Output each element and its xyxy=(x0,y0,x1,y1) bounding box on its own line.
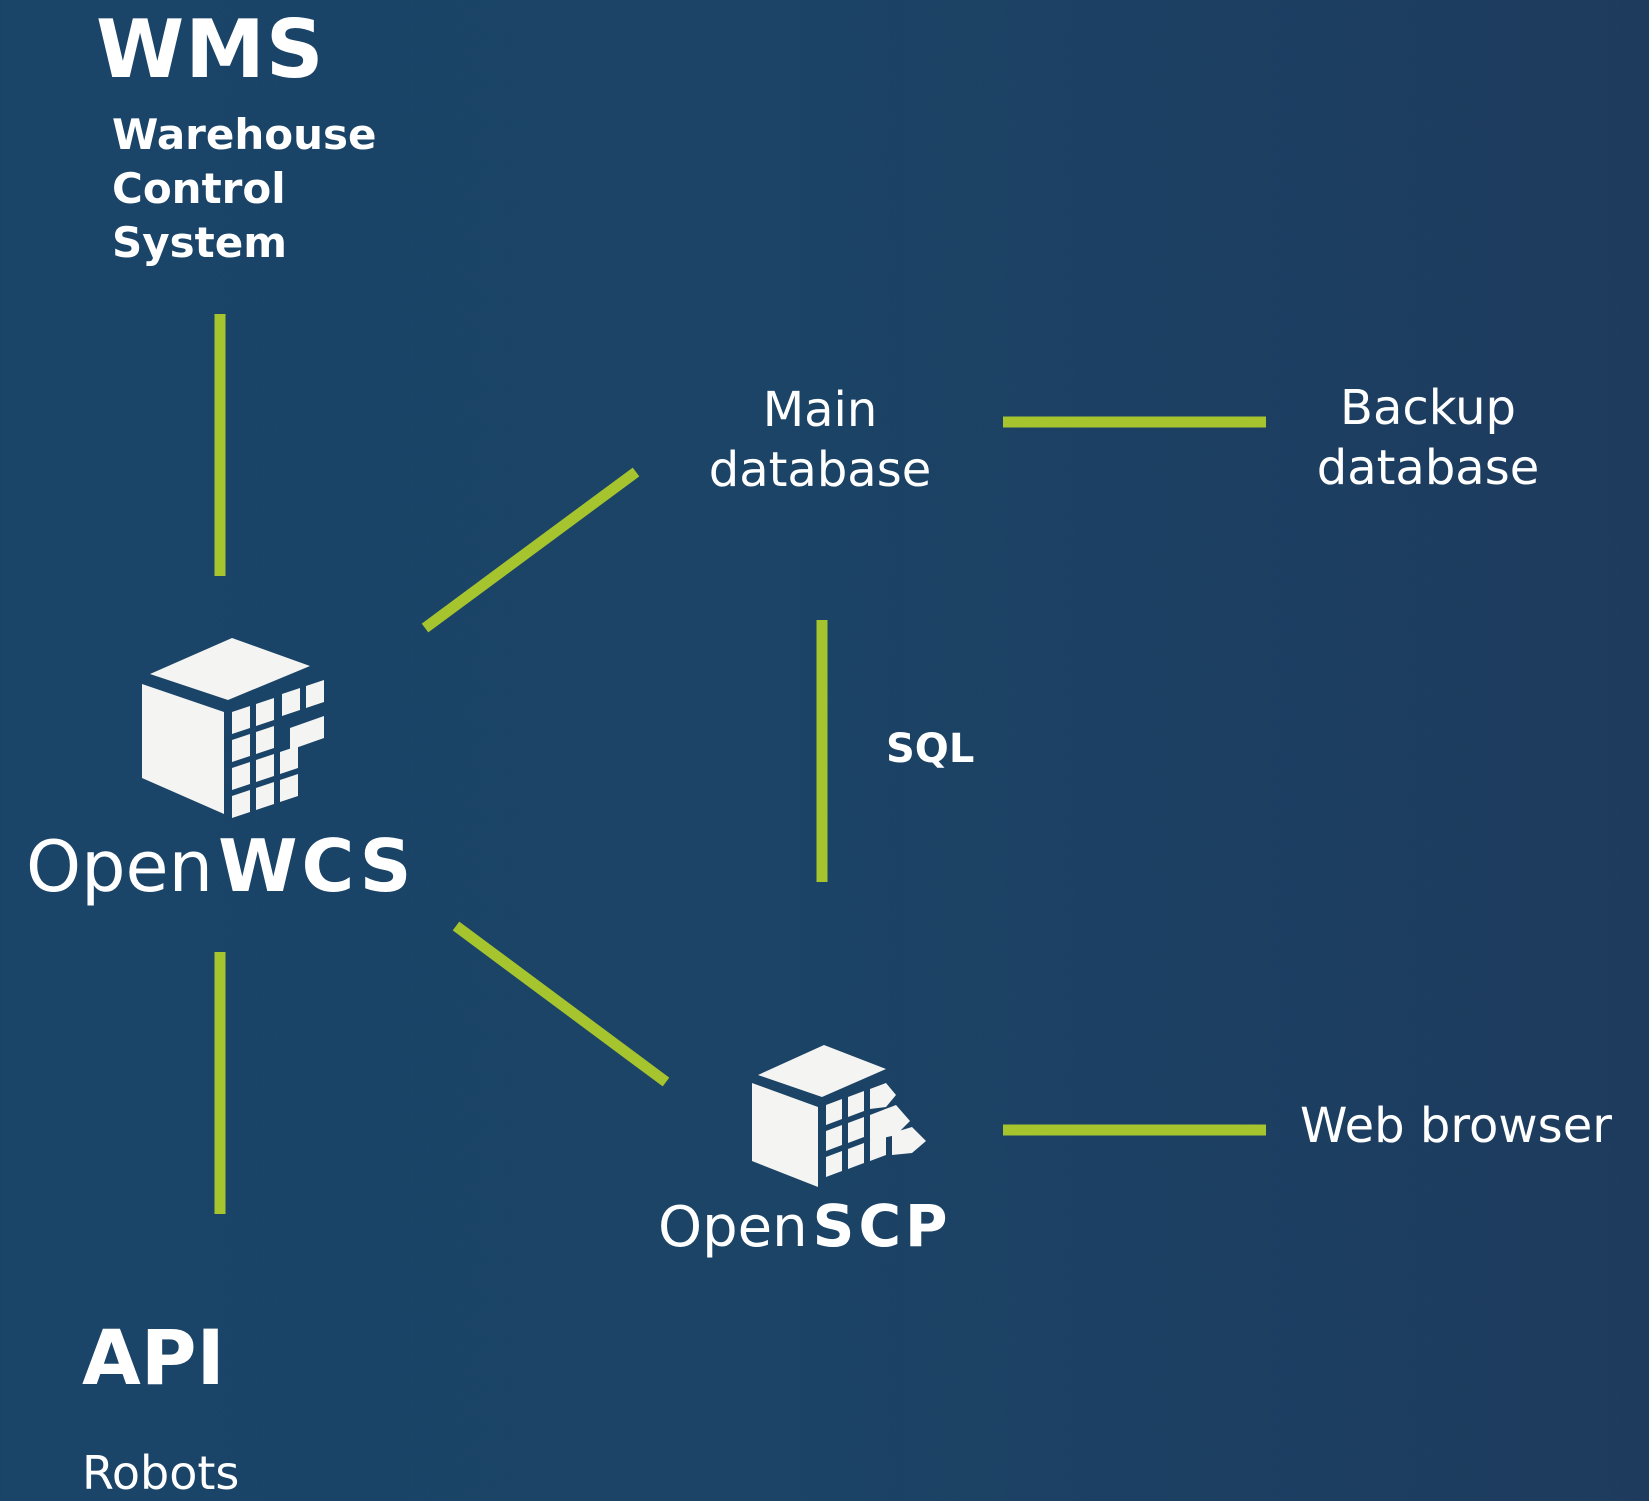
backup-database-line: database xyxy=(1316,440,1540,496)
api-subtitle: Robots xyxy=(82,1446,240,1500)
sql-label: SQL xyxy=(886,726,975,772)
wms-title: WMS xyxy=(96,3,325,96)
main-database-line: Main xyxy=(762,382,878,438)
scp-logo-brand: SCP xyxy=(812,1192,952,1260)
cube-grid-icon xyxy=(142,638,324,818)
api-title: API xyxy=(82,1313,225,1402)
scp-logo-open: Open xyxy=(658,1195,808,1260)
wms-subtitle-line: Control xyxy=(112,164,286,213)
backup-database-label: Backup database xyxy=(1268,378,1588,498)
wms-subtitle: Warehouse Control System xyxy=(112,108,377,270)
backup-database-line: Backup xyxy=(1340,380,1516,436)
wcs-logo-brand: WCS xyxy=(218,824,416,908)
main-database-label: Main database xyxy=(660,380,980,500)
connector-wcs-scp xyxy=(452,921,670,1087)
connector-wcs-main-db xyxy=(421,467,640,633)
web-browser-label: Web browser xyxy=(1300,1098,1612,1154)
wms-subtitle-line: Warehouse xyxy=(112,110,377,159)
wms-subtitle-line: System xyxy=(112,218,287,267)
cube-steps-icon xyxy=(752,1045,926,1187)
open-wcs-logo-text: Open WCS xyxy=(26,826,416,926)
open-scp-logo-text: Open SCP xyxy=(658,1186,952,1281)
main-database-line: database xyxy=(708,442,932,498)
wcs-logo-open: Open xyxy=(26,826,213,908)
